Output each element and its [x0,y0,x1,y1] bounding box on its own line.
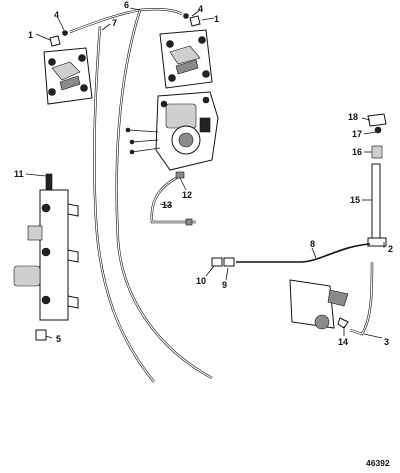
callout-leaders [25,7,385,339]
callout-13: 13 [162,200,172,210]
callout-4-left: 4 [54,10,59,20]
left-bracket-assembly [43,30,93,105]
callout-8: 8 [310,239,315,249]
callout-17: 17 [352,129,362,139]
callout-2: 2 [388,244,393,254]
callout-11: 11 [14,169,24,179]
reference-number: 46392 [366,458,390,468]
callout-3: 3 [384,337,389,347]
callout-10: 10 [196,276,206,286]
callout-5: 5 [56,334,61,344]
callout-1-left: 1 [28,30,33,40]
callout-14: 14 [338,337,348,347]
line-8-9-10 [211,243,371,267]
callout-1-right: 1 [214,14,219,24]
lower-right-assembly [289,261,374,336]
right-fitting-stack [367,113,387,247]
callout-6: 6 [124,0,129,10]
callout-4-right: 4 [198,4,203,14]
fuel-pump-assembly [125,91,219,171]
callout-15: 15 [350,195,360,205]
callout-18: 18 [348,112,358,122]
callout-7: 7 [112,18,117,28]
callout-labels: 1 4 6 7 4 1 18 17 16 15 11 12 13 8 2 10 … [14,0,393,347]
callout-9: 9 [222,280,227,290]
callout-16: 16 [352,147,362,157]
right-bracket-assembly [159,13,213,89]
fuel-rail-assembly [13,173,79,341]
callout-12: 12 [182,190,192,200]
